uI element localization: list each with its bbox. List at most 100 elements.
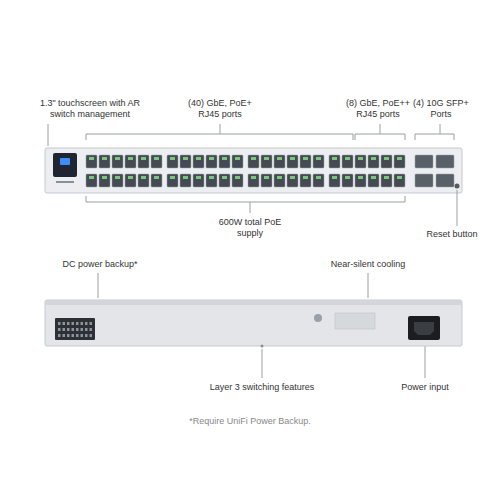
caption: *Require UniFi Power Backup.	[150, 416, 350, 427]
rj45-port	[206, 155, 217, 168]
sfp-port	[436, 174, 454, 187]
rj45-port	[151, 155, 162, 168]
port-led	[128, 157, 133, 160]
connector-pin	[58, 322, 61, 325]
port-led	[222, 157, 227, 160]
leader-line	[48, 124, 49, 146]
port-led	[345, 157, 350, 160]
sfp-port	[436, 155, 454, 168]
rj45-port	[342, 174, 353, 187]
inlet-socket	[414, 322, 434, 335]
rj45-port	[219, 155, 230, 168]
rj45-port	[193, 174, 204, 187]
connector-pin	[76, 328, 79, 331]
connector-pin	[67, 322, 70, 325]
port-led	[128, 176, 133, 179]
callout-label: 1.3" touchscreen with AR switch manageme…	[30, 98, 150, 120]
port-led	[154, 157, 159, 160]
port-led	[183, 157, 188, 160]
rj45-port	[167, 174, 178, 187]
port-led	[358, 176, 363, 179]
front-panel	[45, 148, 462, 193]
port-led	[196, 157, 201, 160]
port-led	[235, 157, 240, 160]
port-led	[277, 176, 282, 179]
port-led	[196, 176, 201, 179]
rj45-port	[248, 155, 259, 168]
connector-pin	[85, 328, 88, 331]
rj45-port	[394, 155, 405, 168]
connector-pin	[72, 334, 75, 337]
rj45-port	[138, 155, 149, 168]
port-led	[235, 176, 240, 179]
rear-edge	[45, 300, 462, 305]
port-led	[384, 176, 389, 179]
rj45-port	[138, 174, 149, 187]
port-led	[222, 176, 227, 179]
connector-pin	[63, 328, 66, 331]
port-led	[332, 176, 337, 179]
port-led	[277, 157, 282, 160]
callout-label: Layer 3 switching features	[197, 382, 327, 393]
callout-label: (40) GbE, PoE+ RJ45 ports	[183, 98, 258, 120]
touchscreen	[53, 153, 77, 177]
port-led	[358, 157, 363, 160]
rj45-port	[381, 174, 392, 187]
port-led	[290, 157, 295, 160]
connector-pin	[90, 322, 93, 325]
connector-pin	[72, 328, 75, 331]
leader-line	[457, 190, 458, 226]
rj45-port	[232, 155, 243, 168]
connector-pin	[90, 334, 93, 337]
port-led	[141, 176, 146, 179]
rj45-port	[329, 155, 340, 168]
port-led	[345, 176, 350, 179]
sfp-port	[415, 174, 433, 187]
port-led	[264, 157, 269, 160]
marker-dot	[261, 345, 264, 348]
rj45-port	[180, 174, 191, 187]
rear-panel	[45, 300, 462, 346]
rj45-port	[287, 155, 298, 168]
rj45-port	[355, 155, 366, 168]
logo-mark	[56, 181, 74, 183]
rj45-port	[167, 155, 178, 168]
port-led	[115, 157, 120, 160]
rj45-port	[193, 155, 204, 168]
connector-pin	[63, 322, 66, 325]
port-led	[183, 176, 188, 179]
port-led	[209, 157, 214, 160]
connector-pin	[58, 334, 61, 337]
rj45-port	[112, 155, 123, 168]
rj45-port	[287, 174, 298, 187]
port-led	[397, 157, 402, 160]
connector-pin	[81, 322, 84, 325]
port-led	[397, 176, 402, 179]
port-led	[102, 176, 107, 179]
callout-label: Reset button	[422, 229, 482, 240]
rj45-port	[313, 155, 324, 168]
connector-pin	[72, 322, 75, 325]
rj45-port	[99, 155, 110, 168]
port-led	[89, 157, 94, 160]
port-led	[290, 176, 295, 179]
rj45-port	[355, 174, 366, 187]
rj45-port	[342, 155, 353, 168]
port-led	[384, 157, 389, 160]
port-led	[371, 157, 376, 160]
rj45-port	[248, 174, 259, 187]
leader-line	[98, 273, 99, 298]
port-led	[264, 176, 269, 179]
port-led	[209, 176, 214, 179]
rj45-port	[394, 174, 405, 187]
bracket	[355, 124, 405, 140]
rj45-port	[313, 174, 324, 187]
screen-icon	[60, 158, 70, 165]
port-led	[251, 157, 256, 160]
rj45-port	[219, 174, 230, 187]
port-led	[115, 176, 120, 179]
port-led	[170, 157, 175, 160]
rear-sticker	[335, 313, 375, 329]
rj45-port	[125, 155, 136, 168]
